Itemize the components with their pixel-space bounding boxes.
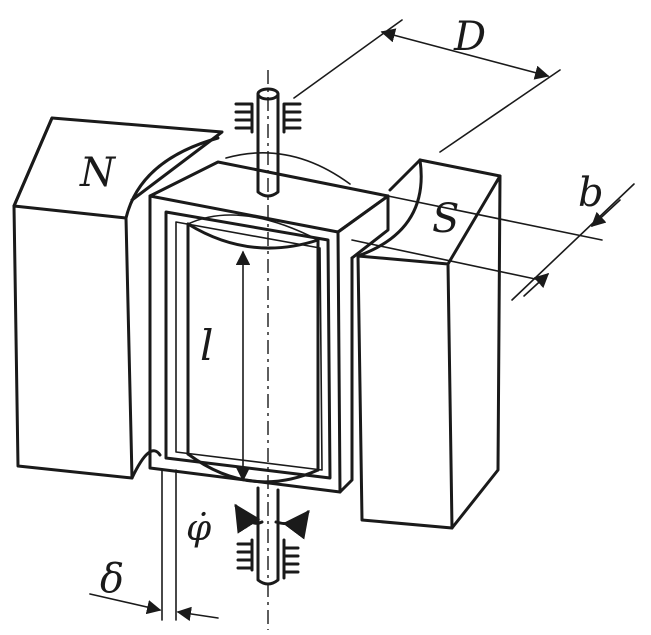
angle-label: φ̇ bbox=[186, 508, 212, 549]
rotation-arrow-left bbox=[234, 503, 264, 534]
coil-frame bbox=[148, 160, 390, 494]
upper-bearing-left bbox=[234, 102, 254, 134]
rotation-arrow-right bbox=[274, 509, 310, 540]
gap-label: δ bbox=[100, 556, 124, 602]
south-pole-magnet bbox=[356, 158, 502, 530]
dimension-D bbox=[293, 19, 561, 153]
dimension-gap bbox=[89, 469, 219, 622]
lower-spindle bbox=[256, 486, 280, 586]
north-label: N bbox=[79, 150, 117, 196]
diameter-label: D bbox=[453, 14, 486, 60]
north-pole-magnet bbox=[12, 116, 224, 480]
lower-bearing-left bbox=[236, 538, 254, 572]
lower-bearing-right bbox=[282, 538, 300, 580]
upper-spindle bbox=[256, 87, 280, 198]
upper-bearing-right bbox=[282, 102, 302, 134]
dimension-b bbox=[351, 183, 635, 301]
iron-core-cylinder bbox=[186, 152, 351, 484]
south-label: S bbox=[432, 196, 459, 242]
width-label: b bbox=[578, 170, 604, 216]
length-label: l bbox=[200, 321, 213, 370]
